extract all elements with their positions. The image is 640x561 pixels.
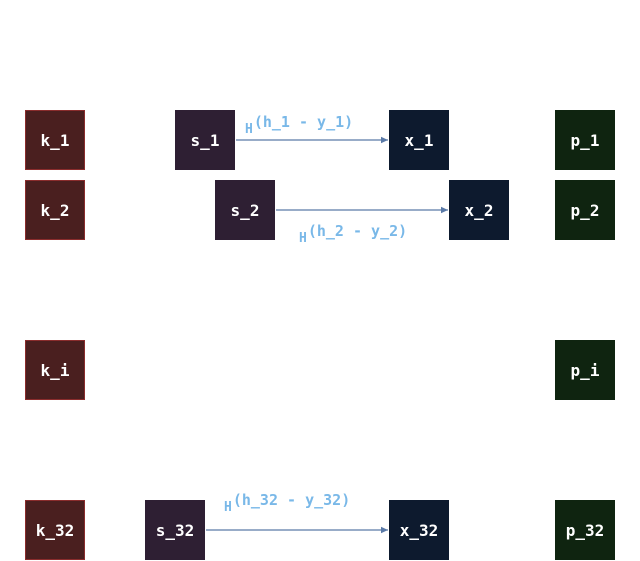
node-p-32-label: p_32 bbox=[565, 520, 605, 540]
node-x-2-label: x_2 bbox=[464, 200, 494, 220]
node-x-32: x_32 bbox=[389, 500, 449, 560]
node-p-1: p_1 bbox=[555, 110, 615, 170]
node-k-1: k_1 bbox=[25, 110, 85, 170]
node-x-32-label: x_32 bbox=[399, 520, 439, 540]
node-x-2: x_2 bbox=[449, 180, 509, 240]
node-x-1: x_1 bbox=[389, 110, 449, 170]
node-p-i: p_i bbox=[555, 340, 615, 400]
node-x-1-label: x_1 bbox=[404, 130, 434, 150]
node-s-2: s_2 bbox=[215, 180, 275, 240]
node-p-2: p_2 bbox=[555, 180, 615, 240]
edge-label-1-fn: H bbox=[245, 122, 253, 137]
node-k-i-label: k_i bbox=[40, 360, 70, 380]
node-p-1-label: p_1 bbox=[570, 130, 600, 150]
node-p-2-label: p_2 bbox=[570, 200, 600, 220]
node-s-1: s_1 bbox=[175, 110, 235, 170]
node-p-i-label: p_i bbox=[570, 360, 600, 380]
node-k-i: k_i bbox=[25, 340, 85, 400]
node-s-32-label: s_32 bbox=[155, 520, 195, 540]
edge-label-2: H(h_2 - y_2) bbox=[299, 222, 408, 246]
node-p-32: p_32 bbox=[555, 500, 615, 560]
edge-label-2-arg: (h_2 - y_2) bbox=[307, 222, 408, 240]
node-s-32: s_32 bbox=[145, 500, 205, 560]
node-k-2-label: k_2 bbox=[40, 200, 70, 220]
node-s-1-label: s_1 bbox=[190, 130, 220, 150]
edge-label-1-arg: (h_1 - y_1) bbox=[253, 113, 354, 131]
node-k-32-label: k_32 bbox=[35, 520, 75, 540]
node-s-2-label: s_2 bbox=[230, 200, 260, 220]
edge-label-2-fn: H bbox=[299, 231, 307, 246]
edge-label-1: H(h_1 - y_1) bbox=[245, 113, 354, 137]
edge-label-32: H(h_32 - y_32) bbox=[224, 491, 351, 515]
node-k-1-label: k_1 bbox=[40, 130, 70, 150]
edge-label-32-arg: (h_32 - y_32) bbox=[232, 491, 351, 509]
node-k-32: k_32 bbox=[25, 500, 85, 560]
node-k-2: k_2 bbox=[25, 180, 85, 240]
edge-label-32-fn: H bbox=[224, 500, 232, 515]
